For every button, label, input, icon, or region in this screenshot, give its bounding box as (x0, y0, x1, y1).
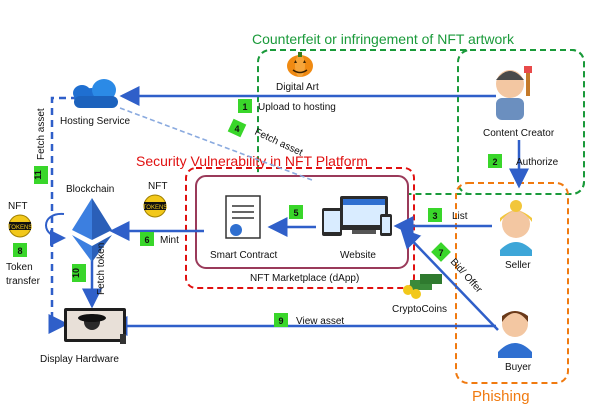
step-7-label: Bid/ Offer (448, 257, 485, 296)
token-transfer-label-2: transfer (6, 276, 41, 287)
token-transfer-label-1: Token (6, 262, 33, 273)
website-label: Website (340, 250, 376, 261)
creator-region (457, 49, 585, 195)
cloud-icon (73, 79, 118, 108)
blockchain-label: Blockchain (66, 184, 114, 195)
digital-art-label: Digital Art (276, 82, 319, 93)
phishing-title: Phishing (472, 388, 530, 405)
step-2-badge: 2 (488, 154, 502, 168)
seller-icon (500, 200, 532, 256)
creator-label: Content Creator (483, 128, 555, 139)
marketplace-label: NFT Marketplace (dApp) (250, 273, 359, 284)
buyer-icon (498, 311, 532, 358)
step-2-number: 2 (492, 157, 497, 167)
step-8-number: 8 (17, 246, 22, 256)
step-4-badge: 4 (227, 118, 247, 138)
step-9-badge: 9 (274, 313, 288, 327)
tokens-badge-left-icon: TOKENS (8, 214, 33, 238)
arrow-bid (400, 228, 499, 331)
step-9-label: View asset (296, 316, 344, 327)
hosting-label: Hosting Service (60, 116, 130, 127)
step-3-badge: 3 (428, 208, 442, 222)
arrow-fetch-asset-website (119, 107, 313, 181)
step-1-badge: 1 (238, 99, 252, 113)
step-5-number: 5 (293, 208, 298, 218)
step-1-number: 1 (242, 102, 247, 112)
step-11-badge: 11 (33, 166, 48, 184)
ethereum-icon (72, 198, 112, 262)
step-4-number: 4 (234, 124, 239, 134)
step-6-badge: 6 (140, 232, 154, 246)
step-3-number: 3 (432, 211, 437, 221)
buyer-label: Buyer (505, 362, 532, 373)
step-8-badge: 8 (13, 243, 27, 257)
pumpkin-icon (287, 52, 313, 77)
step-11-number: 11 (33, 170, 43, 180)
security-title: Security Vulnerability in NFT Platform (136, 153, 368, 169)
tokens-badge-mid-text: TOKENS (143, 205, 168, 211)
website-devices-icon (322, 196, 392, 236)
step-10-badge: 10 (71, 264, 86, 282)
step-2-label: Authorize (516, 157, 559, 168)
step-9-number: 9 (278, 316, 283, 326)
seller-label: Seller (505, 260, 531, 271)
smart-contract-label: Smart Contract (210, 250, 277, 261)
display-label: Display Hardware (40, 354, 119, 365)
step-3-label: List (452, 211, 468, 222)
cryptocoins-icon (403, 274, 442, 299)
step-5-badge: 5 (289, 205, 303, 219)
arrow-fetch-asset-left (48, 96, 78, 334)
step-11-label: Fetch asset (36, 108, 47, 160)
counterfeit-title: Counterfeit or infringement of NFT artwo… (252, 31, 515, 47)
content-creator-icon (496, 66, 532, 120)
display-hardware-icon (64, 308, 126, 344)
nft-mid-label: NFT (148, 181, 167, 192)
step-10-label: Fetch token (96, 243, 107, 295)
cryptocoins-label: CryptoCoins (392, 304, 447, 315)
step-1-label: Upload to hosting (258, 102, 336, 113)
step-7-number: 7 (438, 248, 443, 258)
step-10-number: 10 (71, 268, 81, 278)
step-6-label: Mint (160, 235, 179, 246)
step-6-number: 6 (144, 235, 149, 245)
tokens-badge-mid-icon: TOKENS (143, 194, 168, 218)
nft-left-label: NFT (8, 201, 27, 212)
security-region (185, 167, 415, 289)
tokens-badge-left-text: TOKENS (8, 225, 33, 231)
step-7-badge: 7 (431, 242, 451, 262)
smart-contract-icon (225, 195, 261, 239)
arrow-token-transfer (45, 212, 66, 246)
